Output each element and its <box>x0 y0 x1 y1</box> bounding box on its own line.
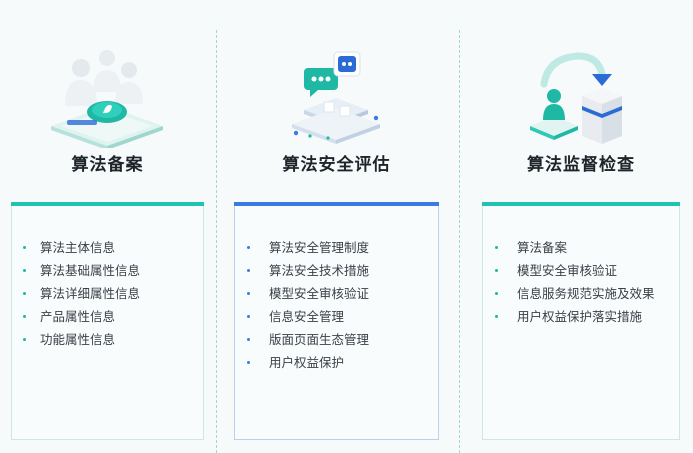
card-algorithm-supervision-inspection: 算法备案 模型安全审核验证 信息服务规范实施及效果 用户权益保护落实措施 <box>482 202 680 440</box>
column-title: 算法安全评估 <box>282 155 391 175</box>
list-item: 产品属性信息 <box>12 305 203 328</box>
list-item: 算法基础属性信息 <box>12 259 203 282</box>
list-item: 算法安全管理制度 <box>235 236 438 259</box>
list-item: 算法主体信息 <box>12 236 203 259</box>
list-item: 模型安全审核验证 <box>483 259 679 282</box>
users-shield-icon <box>11 40 204 150</box>
column-algorithm-security-assessment: 算法安全评估 算法安全管理制度 算法安全技术措施 模型安全审核验证 信息安全管理… <box>234 0 439 453</box>
item-list: 算法备案 模型安全审核验证 信息服务规范实施及效果 用户权益保护落实措施 <box>483 236 679 328</box>
divider-left <box>216 30 217 453</box>
column-algorithm-supervision-inspection: 算法监督检查 算法备案 模型安全审核验证 信息服务规范实施及效果 用户权益保护落… <box>482 0 680 453</box>
column-algorithm-filing: 算法备案 算法主体信息 算法基础属性信息 算法详细属性信息 产品属性信息 功能属… <box>11 0 204 453</box>
inspection-cycle-icon <box>482 40 680 148</box>
list-item: 算法备案 <box>483 236 679 259</box>
list-item: 用户权益保护落实措施 <box>483 305 679 328</box>
list-item: 模型安全审核验证 <box>235 282 438 305</box>
item-list: 算法安全管理制度 算法安全技术措施 模型安全审核验证 信息安全管理 版面页面生态… <box>235 236 438 374</box>
list-item: 版面页面生态管理 <box>235 328 438 351</box>
list-item: 算法安全技术措施 <box>235 259 438 282</box>
chat-bubbles-icon <box>234 40 439 148</box>
card-accent-bar <box>482 202 680 206</box>
card-accent-bar <box>11 202 204 206</box>
column-title: 算法监督检查 <box>527 155 635 175</box>
divider-right <box>459 30 460 453</box>
item-list: 算法主体信息 算法基础属性信息 算法详细属性信息 产品属性信息 功能属性信息 <box>12 236 203 351</box>
card-accent-bar <box>234 202 439 206</box>
list-item: 信息服务规范实施及效果 <box>483 282 679 305</box>
column-title: 算法备案 <box>71 155 144 175</box>
list-item: 算法详细属性信息 <box>12 282 203 305</box>
list-item: 用户权益保护 <box>235 351 438 374</box>
card-algorithm-filing: 算法主体信息 算法基础属性信息 算法详细属性信息 产品属性信息 功能属性信息 <box>11 202 204 440</box>
card-algorithm-security-assessment: 算法安全管理制度 算法安全技术措施 模型安全审核验证 信息安全管理 版面页面生态… <box>234 202 439 440</box>
list-item: 功能属性信息 <box>12 328 203 351</box>
list-item: 信息安全管理 <box>235 305 438 328</box>
